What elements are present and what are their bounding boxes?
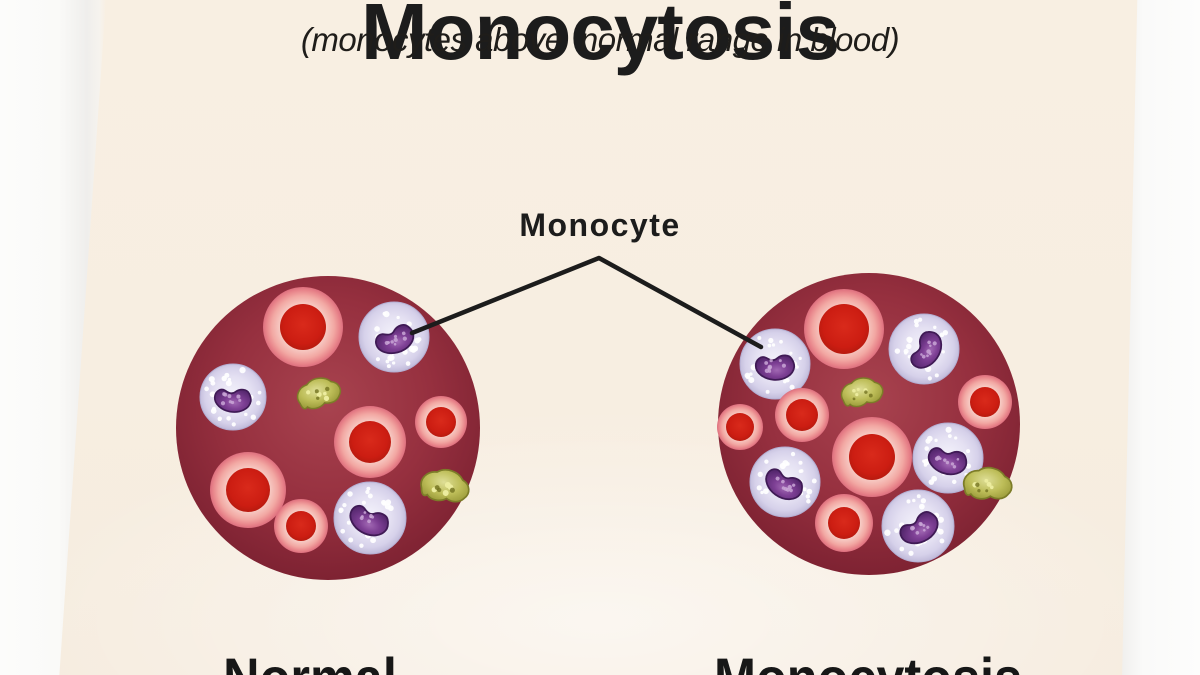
monocyte-pointer-lines (409, 255, 764, 350)
monocyte-nucleus (899, 511, 939, 545)
blood-samples (176, 273, 1020, 580)
monocyte-nucleus (910, 331, 943, 369)
blood-sample-monocytosis (717, 273, 1020, 575)
platelet-cell (420, 469, 470, 503)
monocyte-nucleus (213, 388, 252, 413)
monocyte-nucleus (765, 468, 803, 501)
monocyte-nucleus (927, 447, 968, 476)
monocyte-cell (888, 313, 960, 385)
red-blood-cell (832, 417, 912, 497)
red-blood-cell (274, 499, 328, 553)
monocyte-cell (881, 489, 955, 563)
monocyte-nucleus (375, 324, 415, 355)
monocyte-cell (358, 301, 430, 373)
red-blood-cell (958, 375, 1012, 429)
red-blood-cell (717, 404, 763, 450)
red-blood-cell (263, 287, 343, 367)
platelet-cell (962, 466, 1013, 500)
label-monocytosis: Monocytosis (714, 645, 1022, 675)
monocyte-nucleus (349, 504, 389, 537)
monocyte-nucleus (754, 354, 796, 381)
monocyte-cell (912, 422, 984, 494)
monocyte-cell (749, 446, 821, 518)
monocyte-cell (199, 363, 267, 431)
red-blood-cell (804, 289, 884, 369)
red-blood-cell (415, 396, 467, 448)
platelet-cell (840, 377, 884, 408)
pointer-line (409, 255, 764, 350)
blood-sample-normal (176, 276, 480, 580)
monocyte-callout-label: Monocyte (519, 207, 681, 243)
red-blood-cell (775, 388, 829, 442)
page-subtitle: (monocytes above normal range in blood) (300, 21, 900, 58)
monocyte-cell (333, 481, 407, 555)
label-normal: Normal (223, 645, 397, 675)
red-blood-cell (334, 406, 406, 478)
red-blood-cell (815, 494, 873, 552)
red-blood-cell (210, 452, 286, 528)
page-title: Monocytosis (361, 0, 840, 76)
platelet-cell (296, 377, 342, 410)
